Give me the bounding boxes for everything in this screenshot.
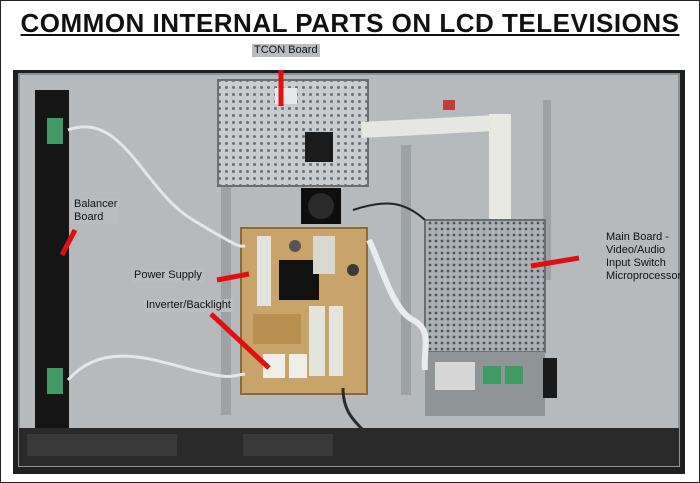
- balancer-board-label: Balancer Board: [72, 198, 120, 224]
- main-board: [424, 219, 546, 353]
- main-board-label: Main Board - Video/Audio Input Switch Mi…: [606, 231, 681, 283]
- power-supply-label: Power Supply: [132, 269, 204, 282]
- diagram-title: COMMON INTERNAL PARTS ON LCD TELEVISIONS: [20, 8, 680, 38]
- balancer-label-line-1: Balancer: [74, 198, 118, 210]
- inverter-backlight-label: Inverter/Backlight: [144, 299, 233, 312]
- main-board-label-line-2: Video/Audio: [606, 244, 666, 256]
- pointer-line-balancer: [59, 228, 78, 257]
- main-board-label-line-1: Main Board -: [606, 231, 669, 243]
- tv-internals-illustration: [13, 70, 685, 474]
- main-board-label-line-4: Microprocessor: [606, 270, 682, 282]
- pointer-line-inverter: [209, 312, 271, 370]
- pointer-line-main-board: [530, 255, 580, 269]
- tcon-board-label: TCON Board: [252, 44, 320, 57]
- pointer-line-power-supply: [216, 271, 250, 283]
- main-board-label-line-3: Input Switch: [606, 257, 666, 269]
- tv-internals-photo: [13, 70, 685, 474]
- balancer-label-line-2: Board: [74, 211, 104, 223]
